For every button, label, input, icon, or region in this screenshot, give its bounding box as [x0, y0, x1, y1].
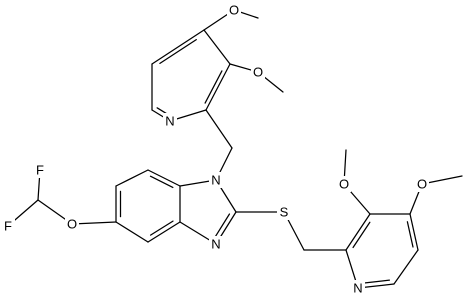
atom-label-N1: N — [211, 173, 220, 188]
atom-F1: F — [33, 162, 47, 178]
atom-labels: O O N N F F O N — [1, 2, 429, 296]
bond-C4-Oe — [71, 221, 117, 225]
bond-C2a-CH2a — [205, 109, 233, 149]
atom-label-O-ether: O — [67, 217, 77, 232]
bond-C4p-C5p — [409, 213, 419, 251]
atom-label-N3: N — [211, 237, 220, 252]
atom-label-O1: O — [229, 3, 239, 18]
double-bond-C4a-C5a — [159, 38, 197, 65]
atom-F2: F — [1, 218, 15, 234]
bond-lines — [7, 9, 463, 289]
atom-label-N-pyridine-1: N — [165, 114, 174, 129]
bond-C2a-C3a — [205, 63, 231, 111]
atom-N-pyridine-1: N — [163, 113, 177, 129]
atom-label-F2: F — [4, 219, 12, 234]
atom-S: S — [277, 204, 291, 220]
atom-O2: O — [251, 64, 265, 80]
double-bond-C2p-C3p — [352, 221, 371, 249]
atom-N3: N — [209, 236, 223, 252]
bond-C4a-C5a — [151, 29, 205, 65]
bond-C3-C3b — [147, 221, 181, 243]
bond-C4a-C3a — [203, 29, 231, 65]
double-bond-C4p-C5p — [406, 221, 414, 248]
double-bond-N3-C2 — [214, 213, 231, 238]
bond-C7a-C6 — [147, 169, 181, 187]
bond-C2p-C3p — [345, 213, 371, 251]
atom-N1: N — [209, 172, 223, 188]
atom-label-O2: O — [253, 65, 263, 80]
double-bond-C2a-C3a — [204, 70, 223, 104]
double-bond-C6p-Npy2 — [363, 279, 391, 284]
bond-C4-C3 — [115, 221, 149, 243]
atom-label-O4: O — [417, 177, 427, 192]
bond-C5p-C6p — [393, 249, 419, 285]
double-bond-C3-C3b — [149, 220, 174, 236]
atom-O1: O — [227, 2, 241, 18]
atom-O4: O — [415, 176, 429, 192]
atom-label-S: S — [280, 205, 289, 220]
atom-label-O3: O — [339, 177, 349, 192]
atom-O-ether: O — [65, 216, 79, 232]
double-bond-C7a-C6 — [149, 175, 174, 189]
atom-label-F1: F — [36, 163, 44, 178]
bond-C6-C5 — [115, 169, 149, 187]
atom-O3: O — [337, 176, 351, 192]
atom-label-N-pyridine-2: N — [353, 281, 362, 296]
atom-N-pyridine-2: N — [351, 280, 365, 296]
